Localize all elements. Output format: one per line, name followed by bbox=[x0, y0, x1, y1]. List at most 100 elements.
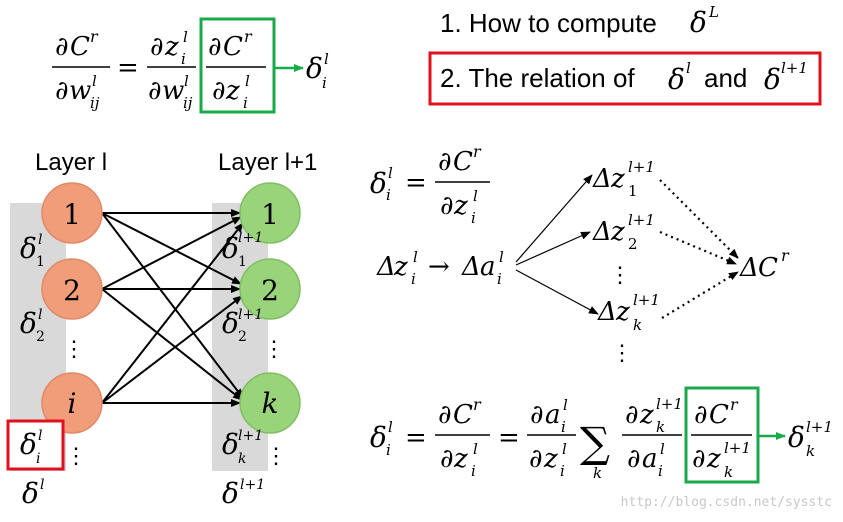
delta-symbol: δ bbox=[668, 63, 685, 96]
connection-i-2 bbox=[101, 295, 243, 404]
superscript: r bbox=[781, 246, 790, 265]
partial-symbol: ∂ bbox=[440, 444, 453, 474]
superscript: l+1 bbox=[633, 291, 660, 309]
partial-symbol: ∂ bbox=[438, 147, 451, 177]
partial-symbol: ∂ bbox=[529, 444, 542, 474]
delta-increment: Δ bbox=[592, 164, 612, 194]
delta-increment: Δ bbox=[739, 253, 759, 283]
z-symbol: z bbox=[453, 191, 468, 221]
z-symbol: z bbox=[610, 164, 625, 194]
subscript: i bbox=[560, 462, 565, 480]
sum-index: k bbox=[593, 464, 602, 482]
partial-symbol: ∂ bbox=[530, 400, 543, 430]
subscript: ij bbox=[90, 94, 100, 112]
partial-symbol: ∂ bbox=[627, 444, 640, 474]
node-label: 2 bbox=[63, 274, 81, 307]
delta-l-i: δ bbox=[20, 428, 37, 461]
z-symbol: z bbox=[393, 252, 408, 282]
subscript: 2 bbox=[238, 329, 247, 345]
delta-l-layer: δ bbox=[22, 477, 39, 510]
node-l-i bbox=[41, 372, 103, 434]
superscript: l bbox=[473, 440, 478, 458]
connection-1-2 bbox=[101, 212, 242, 285]
node-label: i bbox=[68, 387, 77, 420]
z-symbol: z bbox=[706, 444, 721, 474]
sum-symbol: ∑ bbox=[580, 418, 610, 467]
subscript: 2 bbox=[628, 235, 638, 253]
a-symbol: a bbox=[545, 400, 561, 430]
delta-increment: Δ bbox=[597, 297, 617, 327]
partial-symbol: ∂ bbox=[440, 191, 453, 221]
subscript: k bbox=[806, 442, 815, 460]
superscript: r bbox=[730, 395, 739, 414]
superscript: l+1 bbox=[656, 395, 683, 413]
subscript: i bbox=[471, 462, 476, 480]
vdots-z: ⋮ bbox=[609, 263, 631, 288]
vdots-right-bottom: ⋮ bbox=[265, 444, 287, 469]
arrow-to-z2 bbox=[515, 231, 591, 266]
question-item-2: 2. The relation of δ l and δ l+1 bbox=[428, 51, 822, 106]
delta-symbol: δ bbox=[370, 167, 387, 200]
subscript: 1 bbox=[36, 254, 45, 270]
delta-l1-1: δ bbox=[222, 232, 239, 265]
subscript: i bbox=[386, 186, 391, 204]
connection-1-k bbox=[101, 212, 244, 399]
partial-symbol: ∂ bbox=[148, 76, 161, 106]
subscript: i bbox=[322, 74, 327, 92]
superscript: l+1 bbox=[240, 477, 265, 493]
subscript: k bbox=[633, 316, 642, 334]
watermark: http://blog.csdn.net/sysstc bbox=[621, 495, 832, 510]
cost-symbol: C bbox=[758, 253, 778, 283]
dotted-arrow-z2 bbox=[659, 230, 737, 266]
connections bbox=[101, 209, 244, 407]
connection-2-1 bbox=[101, 216, 242, 290]
bottom-chain-rule-equation: δ l i = ∂ C r ∂ z l i = ∂ a l i ∂ z l i … bbox=[370, 386, 833, 484]
superscript: r bbox=[90, 27, 99, 46]
node-l1-k bbox=[239, 372, 301, 434]
subscript: i bbox=[243, 94, 248, 112]
cost-symbol: C bbox=[223, 32, 243, 62]
delta-increment: Δ bbox=[461, 252, 481, 282]
superscript: l bbox=[473, 187, 478, 205]
arrow-to-zk bbox=[515, 269, 599, 315]
z-symbol: z bbox=[639, 400, 654, 430]
equals-sign: = bbox=[405, 168, 427, 198]
superscript: l+1 bbox=[238, 307, 263, 323]
superscript: l+1 bbox=[238, 230, 263, 246]
partial-symbol: ∂ bbox=[692, 444, 705, 474]
superscript: l+1 bbox=[806, 418, 833, 436]
item2-text: 2. The relation of bbox=[440, 63, 635, 93]
red-delta-box bbox=[6, 419, 65, 471]
cost-symbol: C bbox=[70, 32, 90, 62]
equals-sign: = bbox=[498, 423, 520, 453]
node-l-2 bbox=[41, 258, 103, 320]
superscript: l bbox=[184, 72, 189, 90]
top-chain-rule-equation: ∂ C r ∂ w l ij = ∂ z l i ∂ w l ij ∂ C r … bbox=[52, 17, 329, 114]
question-item-1: 1. How to compute δ L bbox=[440, 3, 719, 39]
subscript: i bbox=[658, 462, 663, 480]
network-diagram: Layer l Layer l+1 1 2 i 1 2 k bbox=[6, 149, 317, 510]
connection-2-k bbox=[101, 288, 243, 401]
a-symbol: a bbox=[480, 252, 496, 282]
node-l1-2 bbox=[239, 258, 301, 320]
superscript: l bbox=[562, 440, 567, 458]
superscript: l bbox=[38, 307, 42, 323]
weight-symbol: w bbox=[69, 76, 91, 106]
partial-symbol: ∂ bbox=[55, 32, 68, 62]
delta-increment: Δ bbox=[376, 252, 396, 282]
subscript: i bbox=[411, 270, 416, 288]
superscript: l bbox=[388, 164, 393, 182]
item1-text: 1. How to compute bbox=[440, 8, 657, 38]
superscript: l+1 bbox=[238, 428, 263, 444]
green-highlight-box bbox=[199, 17, 276, 114]
vdots-z-bottom: ⋮ bbox=[611, 341, 633, 366]
superscript: l bbox=[38, 428, 42, 444]
equals-sign: = bbox=[405, 423, 427, 453]
subscript: 1 bbox=[238, 254, 247, 270]
superscript: l bbox=[324, 50, 329, 68]
superscript: r bbox=[473, 395, 482, 414]
dotted-arrow-zk bbox=[661, 271, 739, 319]
red-highlight-box bbox=[428, 51, 822, 106]
superscript: l bbox=[40, 477, 44, 493]
